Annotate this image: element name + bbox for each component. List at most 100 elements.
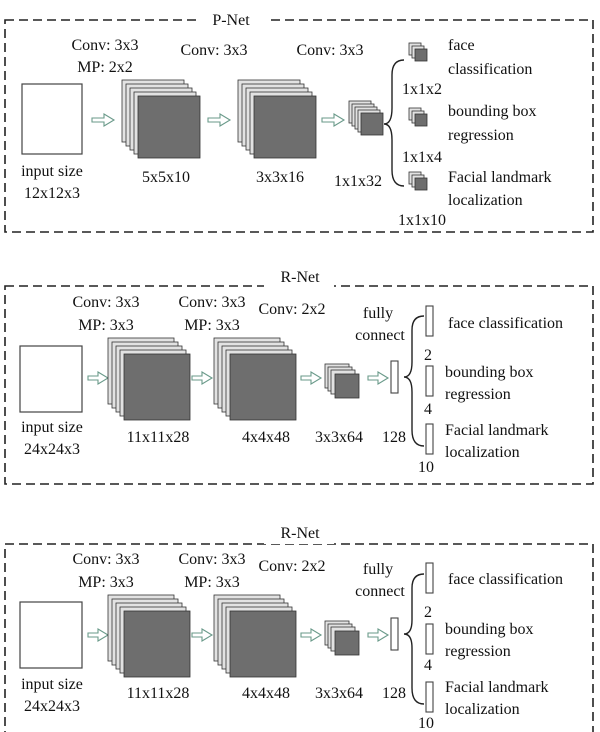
p-net-title-bg (196, 8, 266, 30)
r-net-2-conv1-label: Conv: 3x3 (72, 551, 139, 568)
p-net-conv3-stack (348, 100, 384, 136)
p-net-out2-size: 1x1x4 (402, 149, 442, 166)
p-net-size2: 3x3x16 (256, 169, 304, 186)
r-net-2-arrow-2 (191, 628, 214, 642)
r-net-arrow-1 (87, 371, 110, 385)
r-net-input-label: input size (21, 419, 83, 436)
r-net-2-mp1-label: MP: 3x3 (78, 574, 134, 591)
r-net-input-image (19, 345, 83, 413)
feature-map-front (229, 353, 297, 421)
r-net-2-size-fc: 128 (382, 685, 406, 702)
p-net-input-label: input size (21, 163, 83, 180)
feature-map-front (137, 95, 201, 159)
feature-map-front (123, 353, 191, 421)
p-net-out3-label2: localization (448, 192, 523, 209)
r-net-2-input-image (19, 601, 83, 669)
r-net-2-out3-label2: localization (445, 701, 520, 718)
feature-map-front (334, 630, 360, 656)
p-net-size1: 5x5x10 (142, 169, 190, 186)
r-net-out2-size: 4 (424, 401, 432, 418)
feature-map-front (253, 95, 317, 159)
r-net-2-size3: 3x3x64 (315, 685, 363, 702)
feature-map-front (360, 112, 384, 136)
p-net-input-size: 12x12x3 (24, 185, 80, 202)
p-net-out2-icon (408, 107, 428, 127)
r-net-2-size2: 4x4x48 (242, 685, 290, 702)
r-net-arrow-4 (367, 371, 390, 385)
p-net-conv3-label: Conv: 3x3 (296, 42, 363, 59)
r-net-2-conv3-label: Conv: 2x2 (258, 558, 325, 575)
r-net-size2: 4x4x48 (242, 429, 290, 446)
p-net-size3: 1x1x32 (334, 173, 382, 190)
p-net-input-image (21, 83, 83, 155)
r-net-2-arrow-4 (367, 628, 390, 642)
r-net-fc-label2: connect (355, 327, 405, 344)
r-net-2-panel: R-Net input size 24x24x3 Conv: 3x3 MP: 3… (4, 522, 594, 732)
feature-map-front (414, 113, 428, 127)
feature-map-front (414, 177, 428, 191)
r-net-2-out3-size: 10 (418, 715, 434, 732)
feature-map-front (229, 610, 297, 678)
p-net-conv2-stack (237, 79, 317, 159)
r-net-title-bg (264, 266, 334, 288)
r-net-out3-label: Facial landmark (445, 422, 549, 439)
r-net-2-title: R-Net (280, 525, 320, 542)
r-net-out3-label2: localization (445, 444, 520, 461)
r-net-2-out1-size: 2 (424, 604, 432, 621)
r-net-2-title-bg (264, 522, 334, 544)
r-net-2-out2-vector (425, 623, 434, 655)
r-net-panel: R-Net input size 24x24x3 Conv: 3x3 MP: 3… (4, 266, 594, 485)
r-net-2-arrow-1 (87, 628, 110, 642)
r-net-size1: 11x11x28 (127, 429, 190, 446)
feature-map-front (334, 373, 360, 399)
r-net-out1-label: face classification (448, 315, 563, 332)
r-net-2-conv2-stack (213, 594, 297, 678)
r-net-conv2-stack (213, 337, 297, 421)
r-net-2-out2-label: bounding box (445, 621, 533, 638)
r-net-2-fc-label2: connect (355, 583, 405, 600)
p-net-arrow-1 (91, 113, 116, 127)
r-net-2-input-size: 24x24x3 (24, 698, 80, 715)
p-net-mp1-label: MP: 2x2 (77, 59, 133, 76)
r-net-conv3-label: Conv: 2x2 (258, 301, 325, 318)
r-net-2-out2-size: 4 (424, 657, 432, 674)
r-net-2-arrow-3 (300, 628, 323, 642)
r-net-2-size1: 11x11x28 (127, 685, 190, 702)
r-net-out1-size: 2 (424, 347, 432, 364)
r-net-2-conv2-label: Conv: 3x3 (178, 551, 245, 568)
r-net-2-out1-vector (425, 562, 434, 594)
r-net-arrow-2 (191, 371, 214, 385)
r-net-out3-vector (425, 423, 434, 455)
p-net-conv1-stack (121, 79, 201, 159)
p-net-title: P-Net (212, 12, 250, 29)
p-net-out2-label: bounding box (448, 103, 536, 120)
r-net-size-fc: 128 (382, 429, 406, 446)
r-net-arrow-3 (300, 371, 323, 385)
r-net-2-fc-label1: fully (363, 561, 393, 578)
r-net-out2-vector (425, 365, 434, 397)
r-net-conv3-stack (324, 363, 360, 399)
feature-map-front (414, 48, 428, 62)
p-net-conv2-label: Conv: 3x3 (180, 42, 247, 59)
r-net-2-output-brace (403, 573, 425, 705)
p-net-out3-label: Facial landmark (448, 169, 552, 186)
p-net-out1-label2: classification (448, 61, 532, 78)
p-net-panel: P-Net input size 12x12x3 Conv: 3x3 MP: 2… (4, 8, 594, 233)
r-net-2-out3-label: Facial landmark (445, 679, 549, 696)
r-net-2-mp2-label: MP: 3x3 (184, 574, 240, 591)
r-net-output-brace (403, 315, 425, 447)
p-net-conv1-label: Conv: 3x3 (71, 37, 138, 54)
r-net-fc-label1: fully (363, 305, 393, 322)
p-net-output-brace (383, 59, 405, 187)
p-net-out3-size: 1x1x10 (398, 212, 446, 229)
r-net-out2-label2: regression (445, 386, 511, 403)
r-net-title: R-Net (280, 269, 320, 286)
r-net-input-size: 24x24x3 (24, 441, 80, 458)
r-net-out1-vector (425, 305, 434, 337)
p-net-out1-icon (408, 42, 428, 62)
r-net-mp1-label: MP: 3x3 (78, 317, 134, 334)
r-net-size3: 3x3x64 (315, 429, 363, 446)
p-net-out3-icon (408, 171, 428, 191)
r-net-2-input-label: input size (21, 676, 83, 693)
r-net-2-out1-label: face classification (448, 571, 563, 588)
